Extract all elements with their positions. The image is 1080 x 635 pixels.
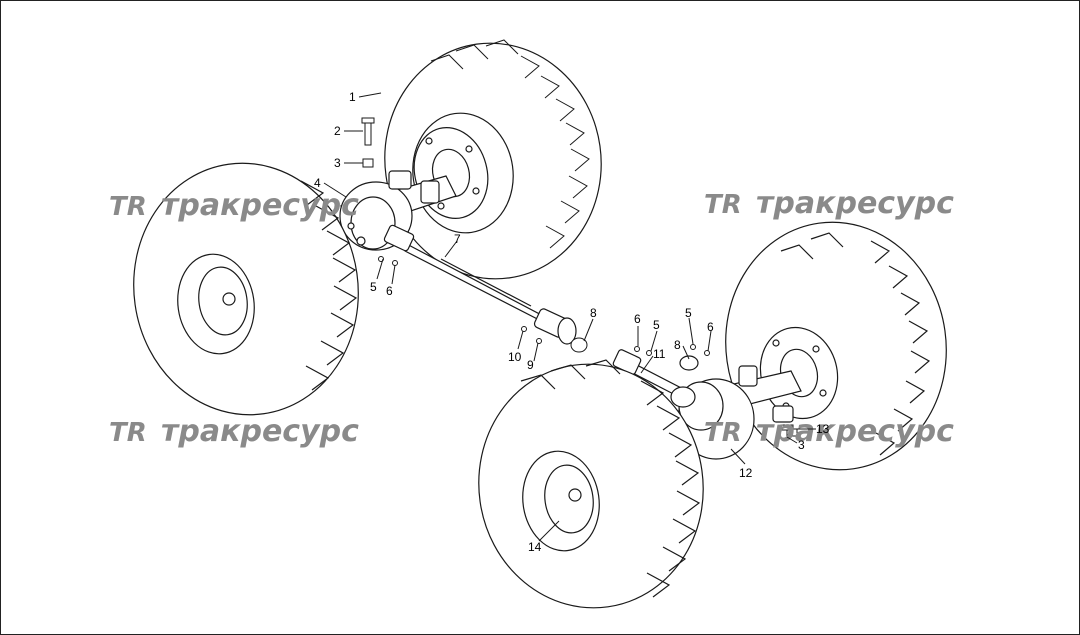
watermark-text: тракресурс: [756, 414, 954, 449]
rear-drive-shaft: [612, 349, 699, 408]
rear-bolt-set: [634, 344, 798, 437]
front-right-wheel: [384, 39, 602, 280]
watermark-bottom-left: TR тракресурс: [109, 414, 359, 449]
rear-left-wheel: [478, 359, 704, 609]
watermark-text: тракресурс: [161, 188, 359, 223]
callout-14: 14: [528, 540, 542, 554]
callout-8: 8: [590, 306, 597, 320]
watermark-bottom-right: TR тракресурс: [704, 414, 954, 449]
callout-1: 1: [349, 90, 356, 104]
callout-6: 6: [634, 312, 641, 326]
callout-9: 9: [527, 358, 534, 372]
callout-7: 7: [454, 232, 461, 246]
watermark-logo: TR: [704, 190, 742, 220]
callout-2: 2: [334, 124, 341, 138]
watermark-logo: TR: [109, 418, 147, 448]
watermark-top-left: TR тракресурс: [109, 188, 359, 223]
callout-3: 3: [334, 156, 341, 170]
watermark-text: тракресурс: [161, 414, 359, 449]
front-left-wheel: [133, 162, 359, 416]
watermark-logo: TR: [109, 192, 147, 222]
callout-5: 5: [653, 318, 660, 332]
callout-5: 5: [685, 306, 692, 320]
callout-12: 12: [739, 466, 753, 480]
front-drive-shaft: [383, 224, 577, 345]
callout-10: 10: [508, 350, 522, 364]
callout-6: 6: [386, 284, 393, 298]
callout-4: 4: [314, 176, 321, 190]
callout-13: 13: [816, 422, 830, 436]
callout-6: 6: [707, 320, 714, 334]
front-axle-housing: [339, 170, 457, 251]
callout-11: 11: [653, 347, 666, 361]
watermark-top-right: TR тракресурс: [704, 186, 954, 221]
leader-lines: [323, 92, 816, 542]
callout-5: 5: [370, 280, 377, 294]
watermark-text: тракресурс: [756, 186, 954, 221]
watermark-logo: TR: [704, 418, 742, 448]
callout-8: 8: [674, 338, 681, 352]
callout-3: 3: [798, 438, 805, 452]
callouts: 1 2 3 4 5 6 7 8 10 9 6 5 5 6 8 11 13 3 1…: [314, 90, 830, 554]
